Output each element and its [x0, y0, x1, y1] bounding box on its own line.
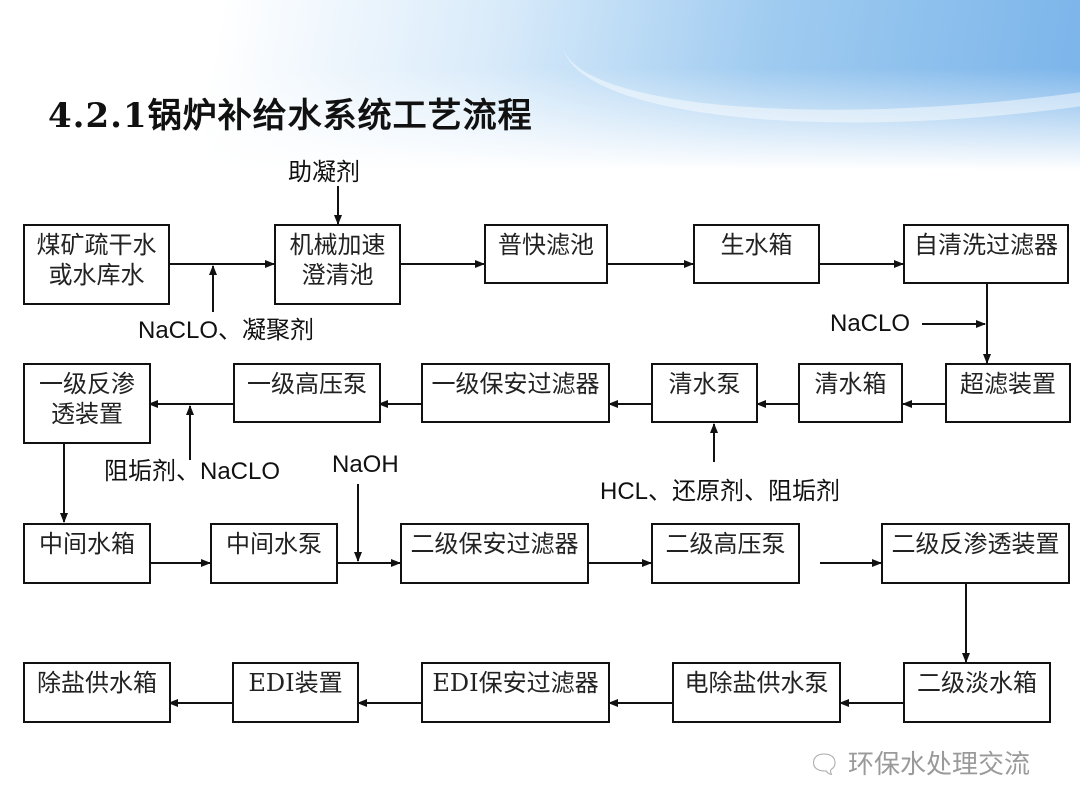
label-naclo-uf: NaCLO [830, 310, 911, 337]
node-label: 二级淡水箱 [917, 669, 1037, 697]
slide-title: 4.2.1锅炉补给水系统工艺流程 [48, 96, 533, 136]
node-secondary-ro: 二级反渗透装置 [881, 523, 1070, 584]
node-label: 电除盐供水泵 [684, 669, 829, 697]
node-label: 二级反渗透装置 [891, 530, 1060, 558]
label-coagulant-aid: 助凝剂 [288, 158, 360, 186]
node-label: 中间水箱 [39, 530, 135, 558]
node-clear-water-pump: 清水泵 [651, 363, 758, 423]
node-fast-filter: 普快滤池 [484, 224, 608, 284]
node-label: 机械加速澄清池 [289, 231, 386, 289]
node-clarifier: 机械加速澄清池 [274, 224, 401, 305]
node-label: 清水泵 [668, 370, 741, 398]
node-label: EDI保安过滤器 [432, 669, 599, 697]
node-primary-hp-pump: 一级高压泵 [233, 363, 381, 423]
node-primary-security-filter: 一级保安过滤器 [421, 363, 610, 423]
node-label: 普快滤池 [498, 231, 594, 259]
node-clear-water-tank: 清水箱 [798, 363, 903, 423]
node-label: 超滤装置 [960, 370, 1056, 398]
label-naoh: NaOH [332, 451, 399, 478]
node-label: 清水箱 [814, 370, 887, 398]
node-label: 中间水泵 [226, 530, 322, 558]
node-label: 二级高压泵 [665, 530, 786, 558]
node-label: 自清洗过滤器 [914, 231, 1058, 259]
node-label: 一级保安过滤器 [431, 370, 600, 398]
node-raw-water-tank: 生水箱 [693, 224, 820, 284]
node-label: 二级保安过滤器 [410, 530, 579, 558]
node-demin-tank: 除盐供水箱 [23, 662, 171, 723]
node-intermediate-pump: 中间水泵 [210, 523, 338, 584]
node-secondary-hp-pump: 二级高压泵 [651, 523, 800, 584]
wechat-icon: 🗨 [808, 750, 842, 780]
node-edi-security-filter: EDI保安过滤器 [421, 662, 610, 723]
node-coal-mine-water: 煤矿疏干水或水库水 [23, 224, 170, 305]
node-self-clean-filter: 自清洗过滤器 [903, 224, 1069, 284]
node-label: EDI装置 [248, 669, 343, 697]
label-antiscalant-naclo: 阻垢剂、NaCLO [104, 458, 281, 485]
node-label: 一级高压泵 [247, 370, 367, 398]
header-background [0, 0, 1080, 170]
watermark: 🗨环保水处理交流 [808, 744, 1030, 781]
node-edi-unit: EDI装置 [232, 662, 359, 723]
node-secondary-fresh-tank: 二级淡水箱 [903, 662, 1051, 723]
node-edi-feed-pump: 电除盐供水泵 [672, 662, 841, 723]
node-secondary-security-filter: 二级保安过滤器 [400, 523, 589, 584]
node-label: 除盐供水箱 [37, 669, 157, 697]
node-intermediate-tank: 中间水箱 [23, 523, 151, 584]
node-label: 煤矿疏干水或水库水 [36, 231, 157, 289]
node-label: 一级反渗透装置 [39, 370, 135, 428]
label-hcl-reducer-antiscalant: HCL、还原剂、阻垢剂 [600, 478, 841, 505]
node-primary-ro: 一级反渗透装置 [23, 363, 151, 444]
label-naclo-coagulant: NaCLO、凝聚剂 [138, 317, 315, 344]
node-label: 生水箱 [720, 231, 793, 259]
watermark-text: 环保水处理交流 [848, 750, 1031, 780]
node-ultrafiltration: 超滤装置 [945, 363, 1071, 423]
